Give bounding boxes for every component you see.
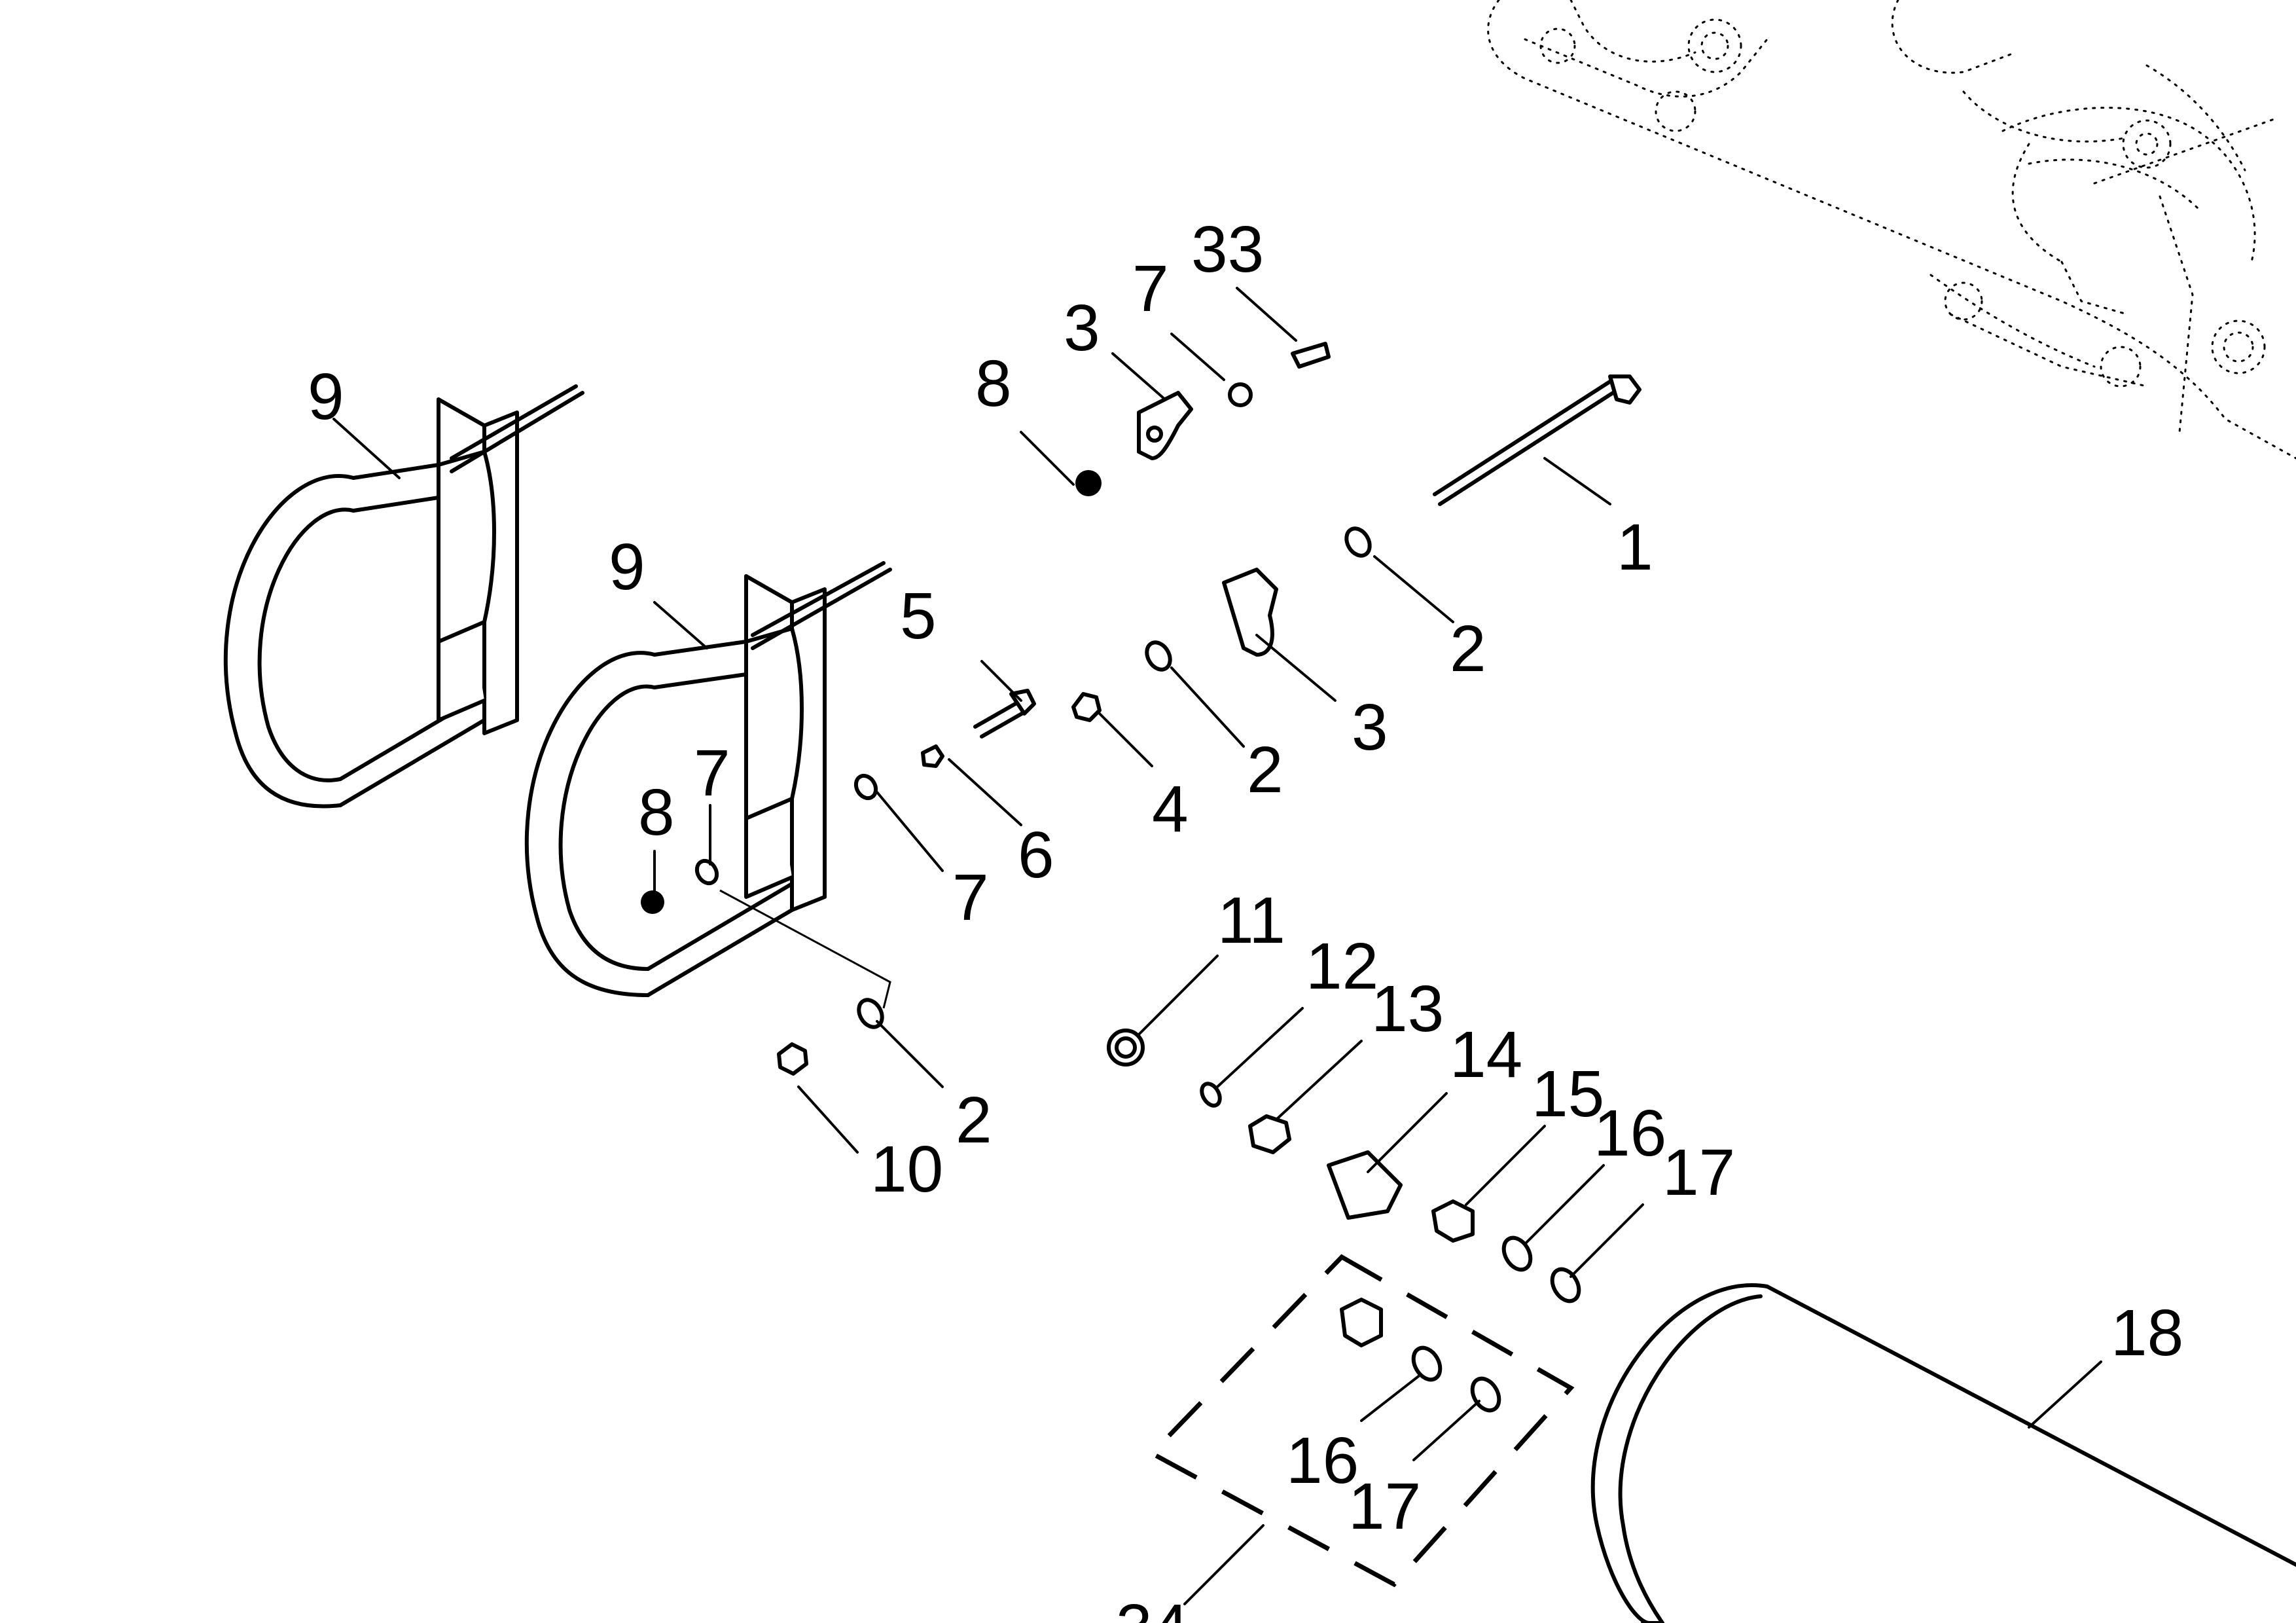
tank [1590, 1283, 2296, 1623]
machine-frame-outline [1487, 0, 2296, 460]
callout-16: 16 [1594, 1097, 1666, 1170]
callout-14: 14 [1450, 1018, 1522, 1091]
callout-2: 2 [1247, 733, 1283, 807]
callout-5: 5 [900, 579, 937, 653]
callout-7: 7 [952, 861, 989, 934]
callout-9: 9 [308, 360, 344, 433]
leader-lines [332, 287, 2102, 1605]
callout-8: 8 [975, 347, 1012, 420]
callout-1: 1 [1617, 511, 1653, 584]
callout-4: 4 [1152, 773, 1189, 846]
callout-2: 2 [1450, 612, 1486, 685]
callout-8: 8 [638, 776, 675, 849]
strap-bracket-left [223, 384, 584, 809]
hardware-parts [641, 342, 1372, 1076]
long-bolt [1433, 374, 1641, 506]
callout-18: 18 [2111, 1296, 2183, 1370]
kit-outline [1148, 1254, 1575, 1588]
callout-6: 6 [1018, 818, 1054, 892]
callout-7: 7 [694, 737, 730, 810]
callout-3: 3 [1352, 691, 1388, 764]
callout-10: 10 [870, 1133, 943, 1206]
callout-17: 17 [1662, 1136, 1735, 1209]
strap-bracket-right [524, 561, 892, 997]
callout-16: 16 [1286, 1424, 1359, 1497]
callout-13: 13 [1371, 972, 1444, 1046]
callout-12: 12 [1306, 930, 1378, 1003]
callout-9: 9 [609, 530, 645, 604]
callout-17: 17 [1348, 1470, 1421, 1543]
callout-labels: 1 2 2 2 3 3 4 5 6 7 7 7 8 8 9 9 10 11 12… [308, 213, 2183, 1623]
fittings [1107, 1029, 1581, 1413]
callout-15: 15 [1532, 1057, 1604, 1131]
callout-11: 11 [1217, 884, 1285, 957]
callout-33: 33 [1191, 213, 1264, 286]
callout-3: 3 [1064, 291, 1100, 365]
callout-34: 34 [1116, 1591, 1189, 1623]
callout-7: 7 [1132, 252, 1169, 325]
callout-2: 2 [956, 1084, 992, 1157]
